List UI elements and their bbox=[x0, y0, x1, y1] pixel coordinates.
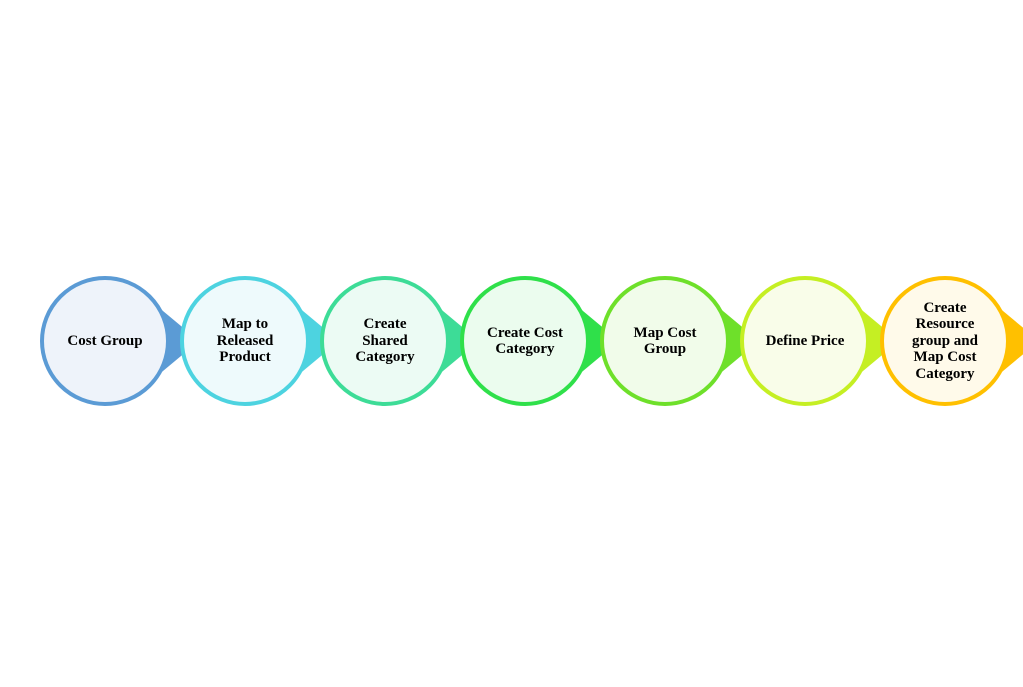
step-1-label: Cost Group bbox=[67, 332, 143, 349]
step-6-circle bbox=[740, 276, 870, 406]
step-4-label: Create Cost Category bbox=[487, 324, 563, 358]
step-5-circle bbox=[600, 276, 730, 406]
step-4-circle bbox=[460, 276, 590, 406]
step-7-label: Create Resource group and Map Cost Categ… bbox=[911, 299, 978, 382]
step-2-circle bbox=[180, 276, 310, 406]
step-3-label: Create Shared Category bbox=[355, 316, 415, 366]
step-7-circle bbox=[880, 276, 1010, 406]
step-6-label: Define Price bbox=[765, 332, 845, 349]
step-1-circle bbox=[40, 276, 170, 406]
step-5-label: Map Cost Group bbox=[633, 324, 697, 358]
step-3-circle bbox=[320, 276, 450, 406]
step-2-label: Map to Released Product bbox=[216, 316, 274, 366]
